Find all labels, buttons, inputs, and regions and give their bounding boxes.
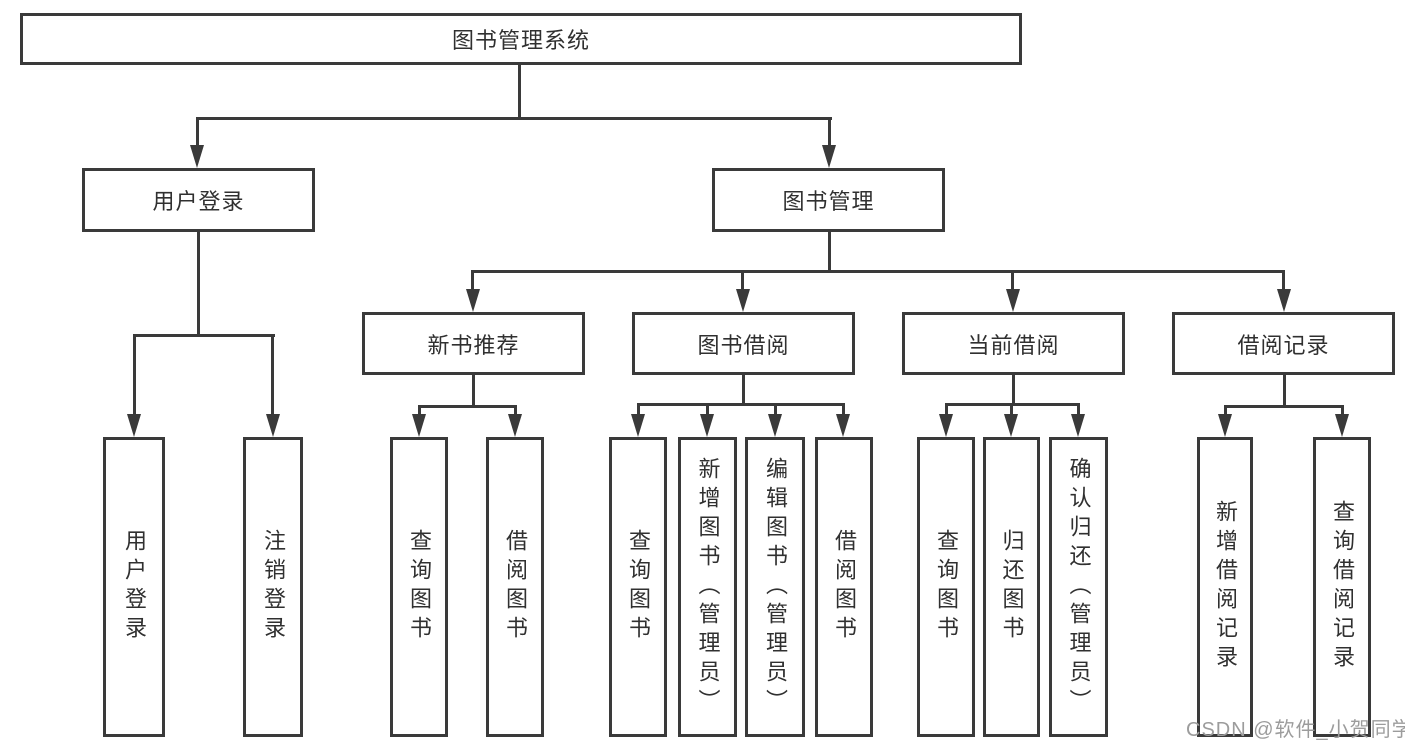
- connector-vline: [1012, 375, 1015, 405]
- arrowhead-icon: [127, 414, 141, 437]
- connector-vline: [1341, 405, 1344, 416]
- watermark: CSDN @软件_小贺同学: [1186, 719, 1405, 741]
- connector-vline: [271, 334, 274, 416]
- connector-vline: [842, 403, 845, 416]
- arrowhead-icon: [1277, 289, 1291, 312]
- leaf-borrow-books: 借阅图书: [815, 437, 873, 737]
- connector-vline: [1010, 403, 1013, 416]
- leaf-confirm-return-admin: 确认归还（管理员）: [1049, 437, 1108, 737]
- connector-vline: [706, 403, 709, 416]
- connector-hline: [471, 270, 1285, 273]
- leaf-add-borrow-record: 新增借阅记录: [1197, 437, 1253, 737]
- node-user-login: 用户登录: [82, 168, 315, 232]
- leaf-query-books-borrowing: 查询图书: [609, 437, 667, 737]
- connector-hline: [418, 405, 517, 408]
- arrowhead-icon: [266, 414, 280, 437]
- connector-vline: [418, 405, 421, 416]
- leaf-user-login: 用户登录: [103, 437, 165, 737]
- leaf-add-book-admin: 新增图书（管理员）: [678, 437, 737, 737]
- connector-vline: [514, 405, 517, 416]
- arrowhead-icon: [1004, 414, 1018, 437]
- connector-vline: [518, 65, 521, 119]
- leaf-query-books-current: 查询图书: [917, 437, 975, 737]
- arrowhead-icon: [939, 414, 953, 437]
- connector-vline: [774, 403, 777, 416]
- arrowhead-icon: [190, 145, 204, 168]
- connector-hline: [1224, 405, 1344, 408]
- connector-vline: [828, 232, 831, 272]
- arrowhead-icon: [412, 414, 426, 437]
- arrowhead-icon: [736, 289, 750, 312]
- connector-vline: [741, 270, 744, 291]
- node-library-management-system: 图书管理系统: [20, 13, 1022, 65]
- leaf-logout: 注销登录: [243, 437, 303, 737]
- arrowhead-icon: [1006, 289, 1020, 312]
- connector-vline: [945, 403, 948, 416]
- leaf-edit-book-admin: 编辑图书（管理员）: [745, 437, 805, 737]
- connector-vline: [1011, 270, 1014, 291]
- arrowhead-icon: [508, 414, 522, 437]
- leaf-borrow-books-recommend: 借阅图书: [486, 437, 544, 737]
- connector-vline: [1283, 375, 1286, 407]
- connector-vline: [133, 334, 136, 416]
- connector-vline: [828, 117, 831, 147]
- arrowhead-icon: [822, 145, 836, 168]
- leaf-return-books: 归还图书: [983, 437, 1040, 737]
- connector-hline: [133, 334, 275, 337]
- connector-vline: [1282, 270, 1285, 291]
- leaf-query-borrow-record: 查询借阅记录: [1313, 437, 1371, 737]
- connector-hline: [196, 117, 832, 120]
- node-new-book-recommend: 新书推荐: [362, 312, 585, 375]
- connector-vline: [472, 375, 475, 407]
- arrowhead-icon: [836, 414, 850, 437]
- arrowhead-icon: [1218, 414, 1232, 437]
- arrowhead-icon: [631, 414, 645, 437]
- arrowhead-icon: [1335, 414, 1349, 437]
- node-book-management: 图书管理: [712, 168, 945, 232]
- connector-vline: [196, 117, 199, 147]
- connector-hline: [637, 403, 845, 406]
- connector-vline: [637, 403, 640, 416]
- connector-vline: [197, 232, 200, 336]
- arrowhead-icon: [700, 414, 714, 437]
- connector-vline: [742, 375, 745, 405]
- node-book-borrowing: 图书借阅: [632, 312, 855, 375]
- node-borrowing-records: 借阅记录: [1172, 312, 1395, 375]
- arrowhead-icon: [768, 414, 782, 437]
- connector-vline: [1224, 405, 1227, 416]
- arrowhead-icon: [1071, 414, 1085, 437]
- leaf-query-books-recommend: 查询图书: [390, 437, 448, 737]
- arrowhead-icon: [466, 289, 480, 312]
- connector-vline: [471, 270, 474, 291]
- node-current-borrowing: 当前借阅: [902, 312, 1125, 375]
- connector-vline: [1077, 403, 1080, 416]
